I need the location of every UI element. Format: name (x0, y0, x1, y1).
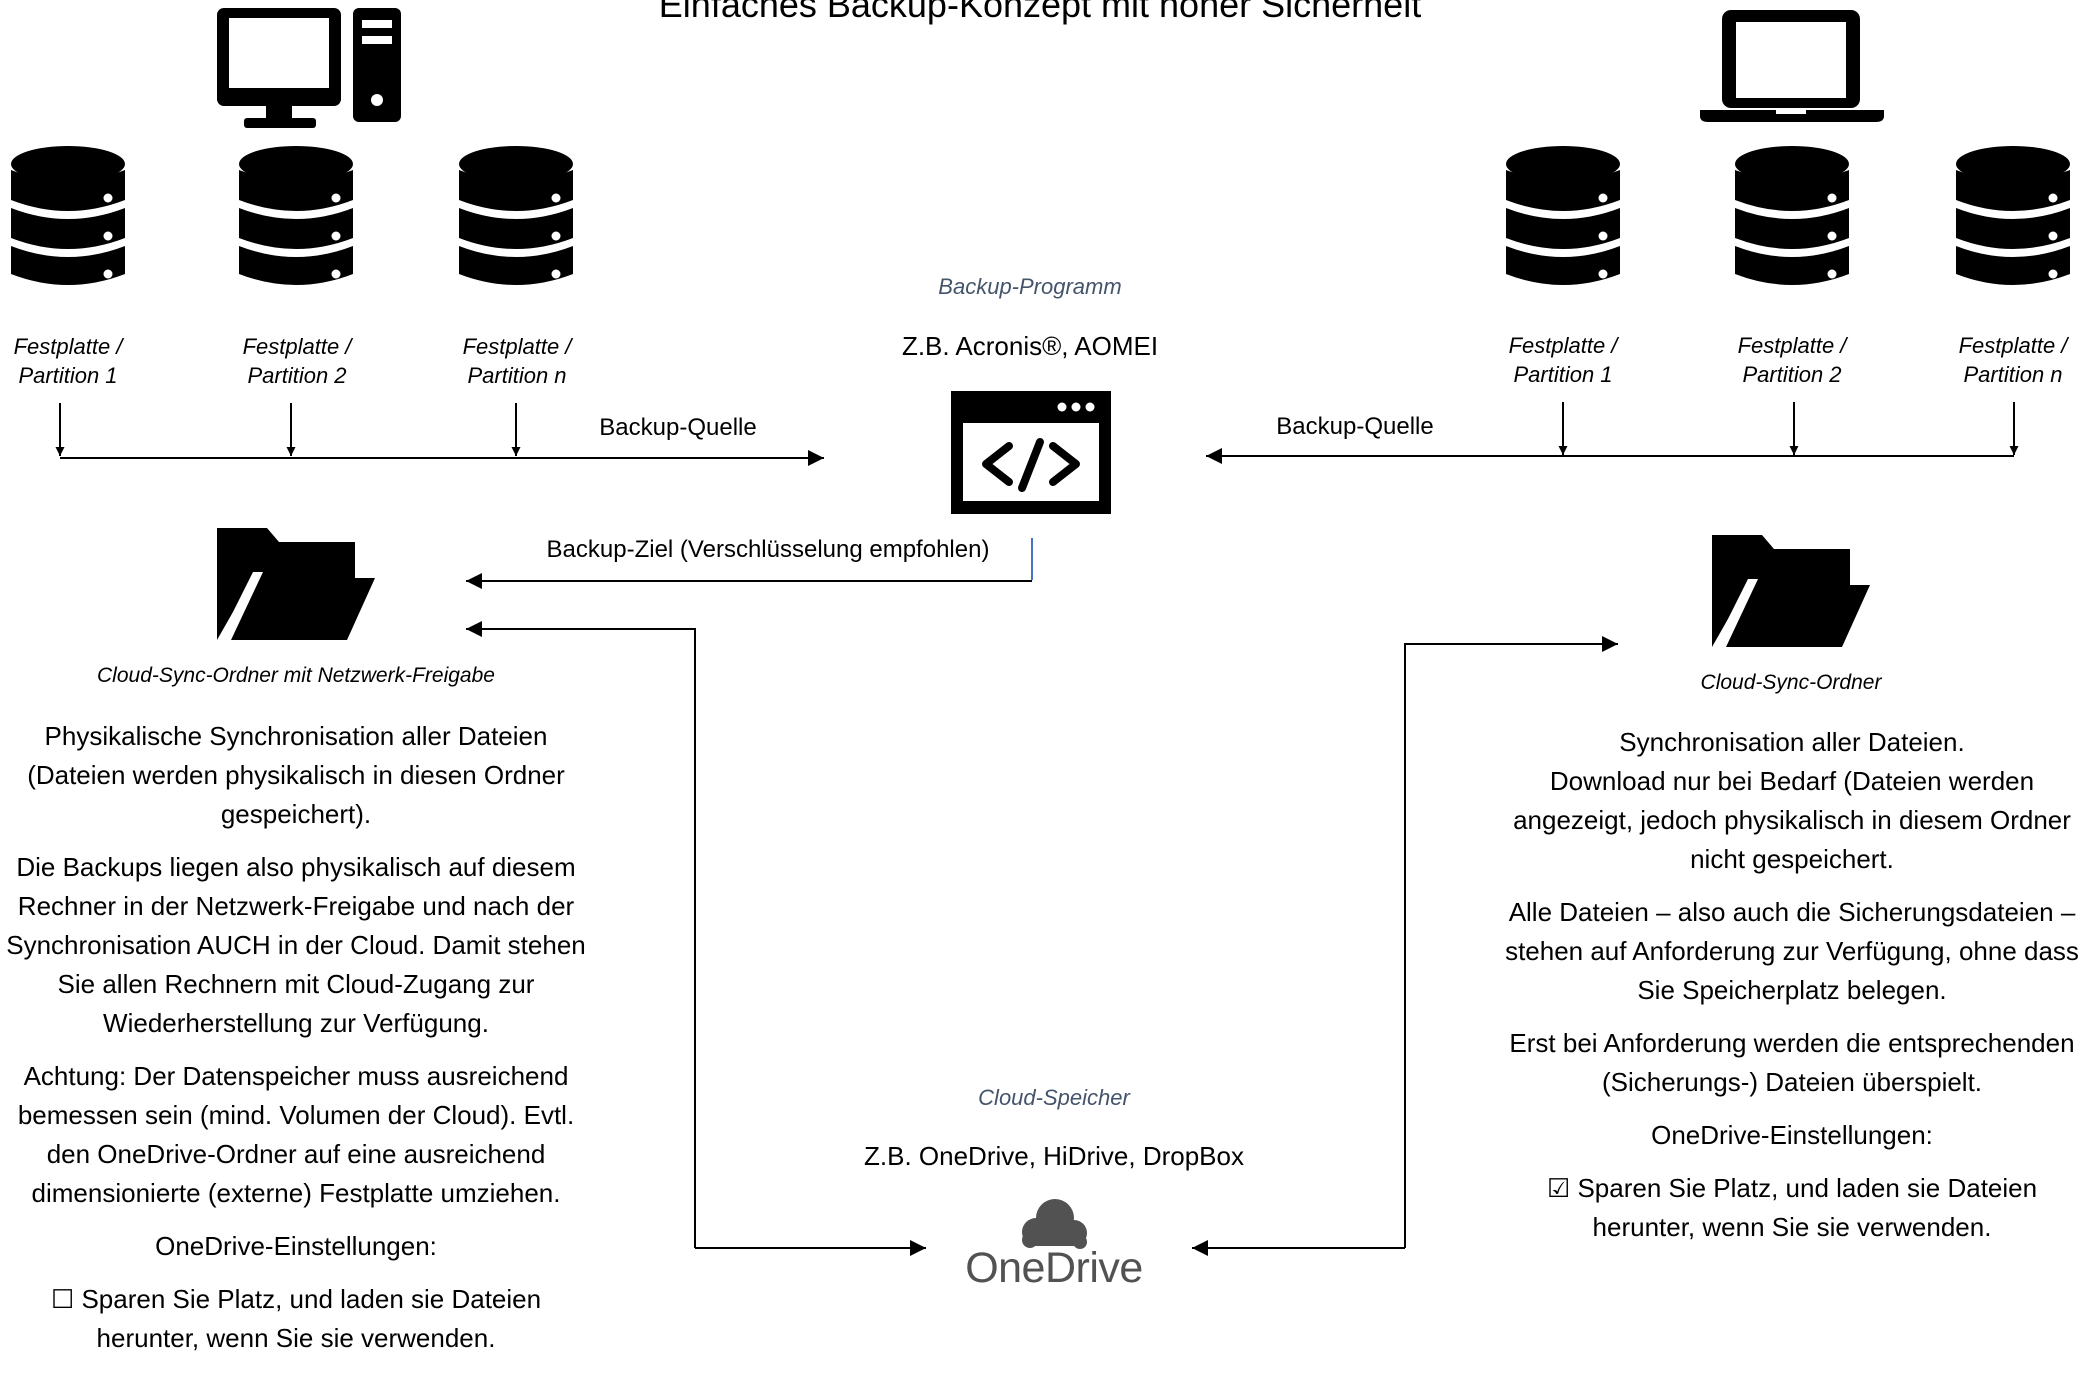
backup-program-caption: Backup-Programm (938, 274, 1122, 299)
folder-icon-left[interactable] (217, 528, 375, 640)
folder-icon-right[interactable] (1712, 535, 1870, 647)
code-window-icon (951, 391, 1111, 514)
right-description-transfer: Erst bei Anforderung werden die entsprec… (1509, 1028, 2075, 1097)
right-disk-connectors (1558, 402, 2019, 455)
folder-caption-right: Cloud-Sync-Ordner (1700, 671, 1882, 694)
left-description: Physikalische Synchronisation aller Date… (0, 717, 592, 1372)
backup-source-label-left: Backup-Quelle (599, 414, 757, 441)
left-disk-connectors (55, 403, 521, 456)
left-description-settings-heading: OneDrive-Einstellungen: (155, 1231, 437, 1261)
right-disk-label-1: Festplatte /Partition 1 (1508, 333, 1618, 387)
desktop-computer-icon (217, 8, 401, 128)
backup-source-label-right: Backup-Quelle (1276, 413, 1434, 440)
diagram-title: Einfaches Backup-Konzept mit hoher Siche… (658, 0, 1422, 25)
cloud-storage-caption: Cloud-Speicher (978, 1085, 1130, 1110)
onedrive-logo-text: OneDrive (965, 1244, 1143, 1292)
backup-target-arrow (466, 538, 1033, 589)
left-description-setting-unchecked: ☐ Sparen Sie Platz, und laden sie Dateie… (50, 1284, 542, 1353)
sync-arrow-right (1192, 636, 1618, 1256)
disk-icon-right-3 (1956, 146, 2070, 285)
right-description-sync: Synchronisation aller Dateien. Download … (1513, 727, 2071, 874)
right-description-on-demand: Alle Dateien – also auch die Sicherungsd… (1505, 897, 2079, 1005)
disk-icon-right-2 (1735, 146, 1849, 285)
left-description-warning: Achtung: Der Datenspeicher muss ausreich… (17, 1061, 575, 1208)
backup-program-examples: Z.B. Acronis®, AOMEI (901, 331, 1159, 361)
right-disk-label-3: Festplatte /Partition n (1958, 333, 2068, 387)
right-description-setting-checked: ☑ Sparen Sie Platz, und laden sie Dateie… (1546, 1173, 2038, 1242)
left-description-backups: Die Backups liegen also physikalisch auf… (6, 852, 586, 1038)
cloud-icon (1022, 1199, 1087, 1249)
backup-target-label: Backup-Ziel (Verschlüsselung empfohlen) (546, 536, 990, 563)
right-description: Synchronisation aller Dateien. Download … (1498, 723, 2080, 1261)
disk-icon-right-1 (1506, 146, 1620, 285)
right-disk-label-2: Festplatte /Partition 2 (1737, 333, 1847, 387)
disk-icon-left-3 (459, 146, 573, 285)
left-disk-label-1: Festplatte /Partition 1 (13, 334, 123, 388)
laptop-icon (1700, 10, 1884, 122)
sync-arrow-left (466, 621, 926, 1256)
right-description-settings-heading: OneDrive-Einstellungen: (1651, 1120, 1933, 1150)
disk-icon-left-2 (239, 146, 353, 285)
disk-icon-left-1 (11, 146, 125, 285)
folder-caption-left: Cloud-Sync-Ordner mit Netzwerk-Freigabe (97, 664, 495, 687)
left-disk-label-3: Festplatte /Partition n (462, 334, 572, 388)
left-disk-label-2: Festplatte /Partition 2 (242, 334, 352, 388)
cloud-storage-examples: Z.B. OneDrive, HiDrive, DropBox (864, 1141, 1244, 1171)
left-description-sync: Physikalische Synchronisation aller Date… (27, 721, 565, 829)
